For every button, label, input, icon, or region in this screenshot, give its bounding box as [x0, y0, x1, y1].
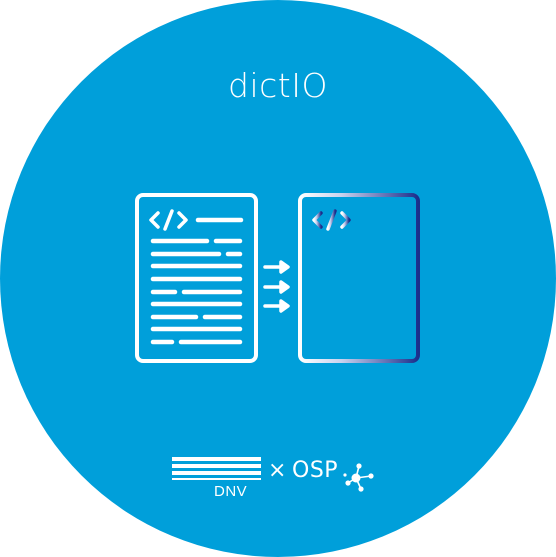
osp-network-icon: [343, 463, 374, 492]
target-document-icon: [298, 193, 420, 363]
times-symbol: ×: [268, 458, 287, 483]
dnv-label: DNV: [214, 483, 248, 500]
source-document-icon: [135, 193, 258, 363]
osp-label: OSP: [292, 458, 339, 483]
app-title: dictIO: [228, 66, 328, 105]
code-tag-icon: [149, 209, 188, 231]
arrows-icon: [263, 260, 290, 313]
dnv-logo-icon: [172, 457, 261, 480]
